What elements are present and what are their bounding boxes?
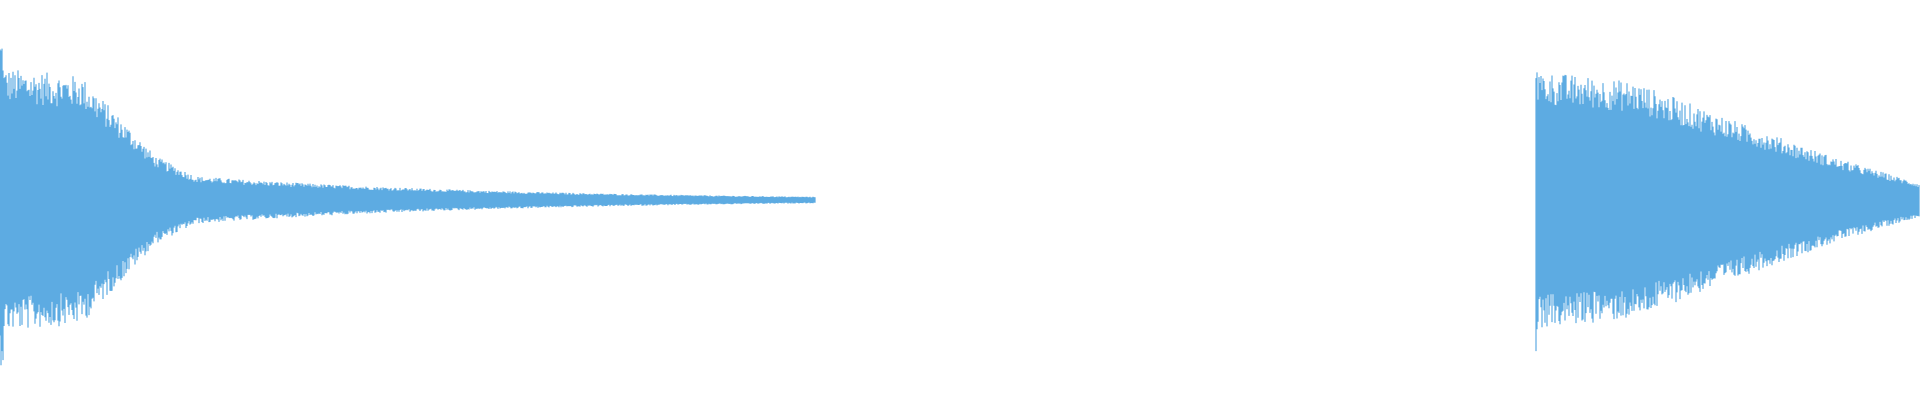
waveform-clip-2[interactable] xyxy=(1535,72,1920,352)
waveform-clips xyxy=(0,48,1920,366)
waveform-clip-samples xyxy=(0,48,816,366)
waveform-clip-1[interactable] xyxy=(0,48,816,366)
waveform-clip-samples xyxy=(1535,72,1920,352)
